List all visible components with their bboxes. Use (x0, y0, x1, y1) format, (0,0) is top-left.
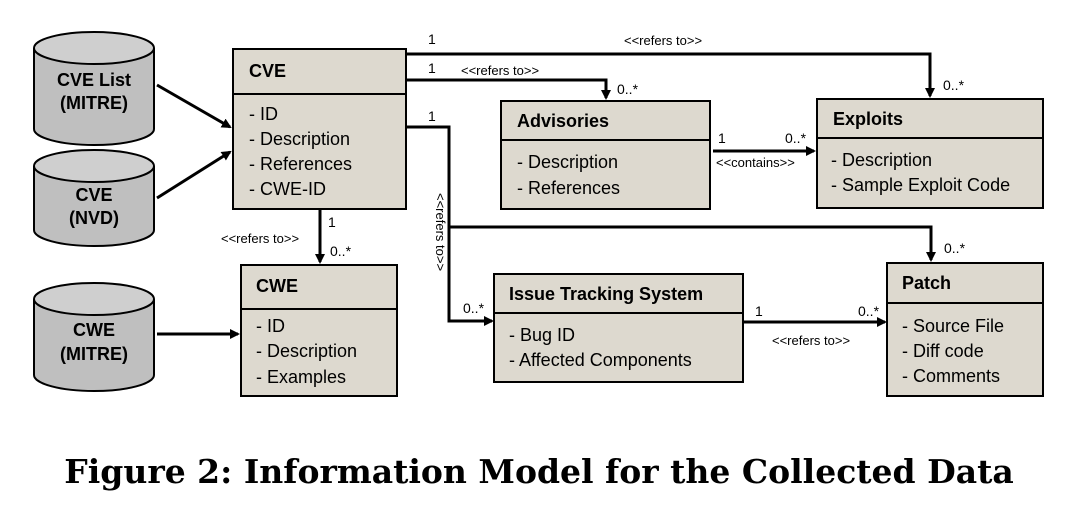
source-org: (MITRE) (60, 344, 128, 364)
mult-cve-issue-from: 1 (428, 108, 436, 124)
edge-nvd-to-cve (156, 150, 232, 200)
source-org: (NVD) (69, 208, 119, 228)
edge-cve-to-exploits (406, 52, 935, 98)
mult-cve-cwe-from: 1 (328, 214, 336, 230)
label-cve-issue: <<refers to>> (433, 193, 448, 271)
class-title: CWE (256, 276, 298, 296)
mult-advisories-exploits-to: 0..* (785, 130, 807, 146)
class-attribute: - Affected Components (509, 350, 692, 370)
mult-advisories-exploits-from: 1 (718, 130, 726, 146)
edge-cve-to-patch (449, 225, 936, 262)
figure-caption: Figure 2: Information Model for the Coll… (64, 452, 1014, 491)
class-attribute: - Description (831, 150, 932, 170)
source-cwe-mitre: CWE (MITRE) (33, 282, 155, 392)
label-issue-patch: <<refers to>> (772, 333, 850, 348)
source-cve-nvd: CVE (NVD) (33, 149, 155, 247)
label-cve-exploits: <<refers to>> (624, 33, 702, 48)
mult-cve-exploits-from: 1 (428, 31, 436, 47)
class-attribute: - Description (517, 152, 618, 172)
class-box-exploits: Exploits - Description - Sample Exploit … (816, 98, 1044, 209)
mult-cve-advisories-from: 1 (428, 60, 436, 76)
mult-cve-exploits-to: 0..* (943, 77, 965, 93)
class-attribute: - Bug ID (509, 325, 575, 345)
class-attribute: - Description (256, 341, 357, 361)
class-title: Issue Tracking System (509, 284, 703, 304)
class-box-cve: CVE - ID - Description - References - CW… (232, 48, 407, 210)
source-name: CVE (75, 185, 112, 205)
source-cve-list: CVE List (MITRE) (33, 31, 155, 146)
label-cve-advisories: <<refers to>> (461, 63, 539, 78)
class-attribute: - Diff code (902, 341, 984, 361)
mult-issue-patch-from: 1 (755, 303, 763, 319)
source-name: CVE List (57, 70, 131, 90)
class-attribute: - CWE-ID (249, 179, 326, 199)
class-attribute: - Examples (256, 367, 346, 387)
mult-cve-issue-to: 0..* (463, 300, 485, 316)
edge-cve-to-advisories (406, 78, 611, 100)
edge-cve-list-to-cve (156, 83, 232, 129)
class-box-cwe: CWE - ID - Description - Examples (240, 264, 398, 397)
source-name: CWE (73, 320, 115, 340)
label-advisories-exploits: <<contains>> (716, 155, 795, 170)
class-attribute: - Description (249, 129, 350, 149)
class-box-issue-tracking-system: Issue Tracking System - Bug ID - Affecte… (493, 273, 744, 383)
class-attribute: - Sample Exploit Code (831, 175, 1010, 195)
class-title: Advisories (517, 111, 609, 131)
class-title: Exploits (833, 109, 903, 129)
class-attribute: - Comments (902, 366, 1000, 386)
class-box-patch: Patch - Source File - Diff code - Commen… (886, 262, 1044, 397)
source-org: (MITRE) (60, 93, 128, 113)
class-box-advisories: Advisories - Description - References (500, 100, 711, 210)
class-title: Patch (902, 273, 951, 293)
class-attribute: - Source File (902, 316, 1004, 336)
edge-cve-to-issue-tracking (406, 125, 494, 326)
class-attribute: - ID (256, 316, 285, 336)
class-attribute: - ID (249, 104, 278, 124)
mult-cve-cwe-to: 0..* (330, 243, 352, 259)
class-title: CVE (249, 61, 286, 81)
mult-cve-patch-to: 0..* (944, 240, 966, 256)
class-attribute: - References (249, 154, 352, 174)
class-attribute: - References (517, 178, 620, 198)
label-cve-cwe: <<refers to>> (221, 231, 299, 246)
mult-issue-patch-to: 0..* (858, 303, 880, 319)
mult-cve-advisories-to: 0..* (617, 81, 639, 97)
